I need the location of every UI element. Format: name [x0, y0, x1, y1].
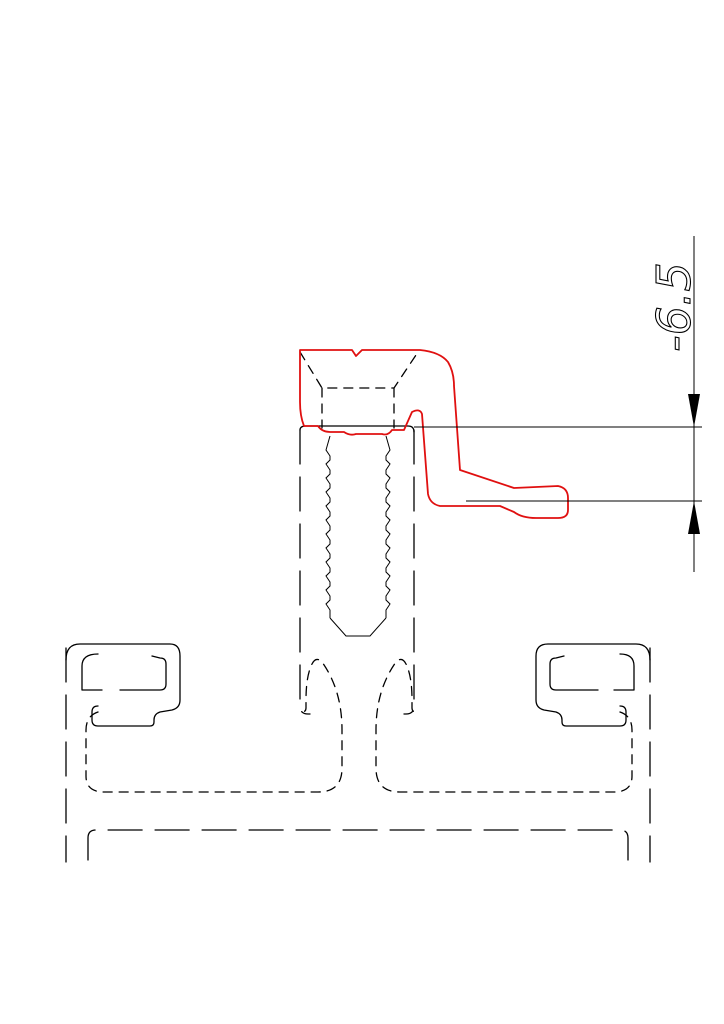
dimension-label: -6.5: [647, 262, 701, 352]
rail-right-chamber: [375, 658, 633, 793]
rail-left-chamber: [85, 658, 343, 793]
screw-thread-left: [325, 435, 331, 618]
screw-thread-right: [385, 435, 391, 618]
rail-left-slot: [81, 653, 167, 691]
arrow-top: [688, 394, 700, 427]
rail-web-left: [299, 429, 311, 715]
screw-head: [299, 351, 419, 429]
clamp-outline: [299, 349, 569, 519]
dimension-6-5: -6.5: [414, 236, 702, 572]
rail-right-lip: [535, 643, 651, 727]
rail-right-slot: [549, 653, 635, 691]
arrow-bottom: [688, 501, 700, 534]
rail-bottom-flange: [87, 829, 629, 861]
rail-web-top: [299, 425, 415, 433]
rail-web-right: [403, 429, 415, 715]
screw: [299, 351, 419, 637]
rail-profile: [65, 425, 651, 863]
rail-left-lip: [65, 643, 181, 727]
screw-tip: [329, 617, 387, 637]
clamp: [299, 349, 569, 519]
